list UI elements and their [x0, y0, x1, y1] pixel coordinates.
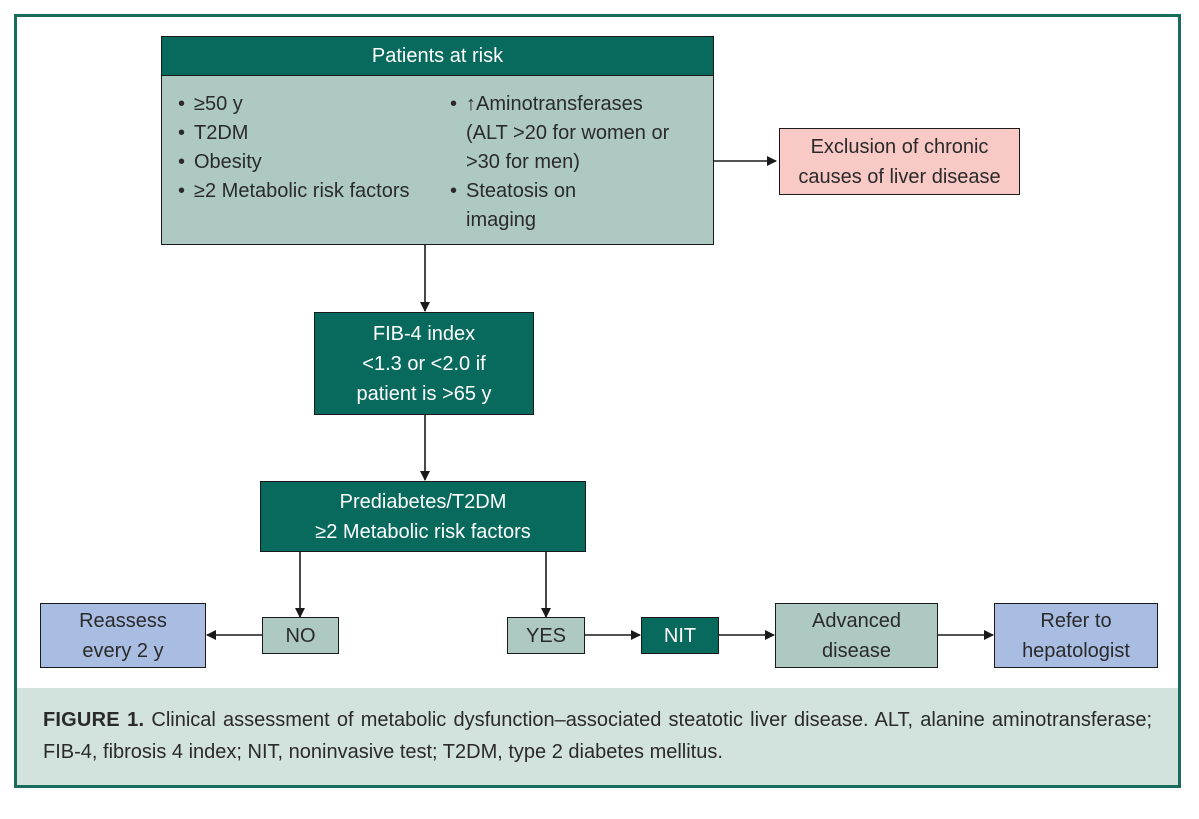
nit-box: NIT — [641, 617, 719, 654]
no-label: NO — [285, 624, 316, 647]
advanced-disease-box: Advanced disease — [775, 603, 938, 668]
list-item: •≥2 Metabolic risk factors — [178, 180, 410, 202]
fib4-box: FIB-4 index <1.3 or <2.0 if patient is >… — [314, 312, 534, 415]
no-box: NO — [262, 617, 339, 654]
caption-text: Clinical assessment of metabolic dysfunc… — [43, 709, 1152, 763]
patients-at-risk-title: Patients at risk — [371, 45, 504, 67]
figure-caption: FIGURE 1. Clinical assessment of metabol… — [17, 688, 1178, 785]
refer-line-1: Refer to — [1040, 609, 1112, 632]
patients-at-risk-header: Patients at risk — [161, 36, 714, 76]
list-item: •T2DM — [178, 122, 249, 144]
exclusion-line-2: causes of liver disease — [798, 165, 1001, 188]
reassess-box: Reassess every 2 y — [40, 603, 206, 668]
caption-label: FIGURE 1. — [43, 709, 145, 731]
patients-at-risk-criteria: •≥50 y •T2DM •Obesity •≥2 Metabolic risk… — [161, 75, 714, 245]
fib4-line-2: <1.3 or <2.0 if — [362, 352, 486, 375]
advanced-line-2: disease — [822, 639, 891, 662]
list-item: •Obesity — [178, 151, 262, 173]
reassess-line-1: Reassess — [79, 609, 167, 632]
exclusion-line-1: Exclusion of chronic — [810, 135, 989, 158]
nit-label: NIT — [663, 624, 697, 647]
fib4-line-1: FIB-4 index — [372, 322, 476, 345]
list-item: •↑Aminotransferases — [450, 93, 643, 115]
reassess-line-2: every 2 y — [82, 639, 164, 662]
fib4-line-3: patient is >65 y — [356, 382, 492, 405]
exclusion-box: Exclusion of chronic causes of liver dis… — [779, 128, 1020, 195]
risk-criteria-right-list: •↑Aminotransferases (ALT >20 for women o… — [450, 90, 669, 235]
prediabetes-line-2: ≥2 Metabolic risk factors — [315, 520, 531, 543]
refer-box: Refer to hepatologist — [994, 603, 1158, 668]
list-item-continued: imaging — [466, 209, 537, 231]
list-item-continued: >30 for men) — [466, 151, 580, 173]
list-item-continued: (ALT >20 for women or — [466, 122, 670, 144]
refer-line-2: hepatologist — [1022, 639, 1130, 662]
risk-criteria-left-list: •≥50 y •T2DM •Obesity •≥2 Metabolic risk… — [178, 90, 410, 206]
advanced-line-1: Advanced — [812, 609, 901, 632]
yes-label: YES — [525, 624, 567, 647]
yes-box: YES — [507, 617, 585, 654]
list-item: •≥50 y — [178, 93, 243, 115]
list-item: •Steatosis on — [450, 180, 577, 202]
prediabetes-box: Prediabetes/T2DM ≥2 Metabolic risk facto… — [260, 481, 586, 552]
prediabetes-line-1: Prediabetes/T2DM — [339, 490, 507, 513]
